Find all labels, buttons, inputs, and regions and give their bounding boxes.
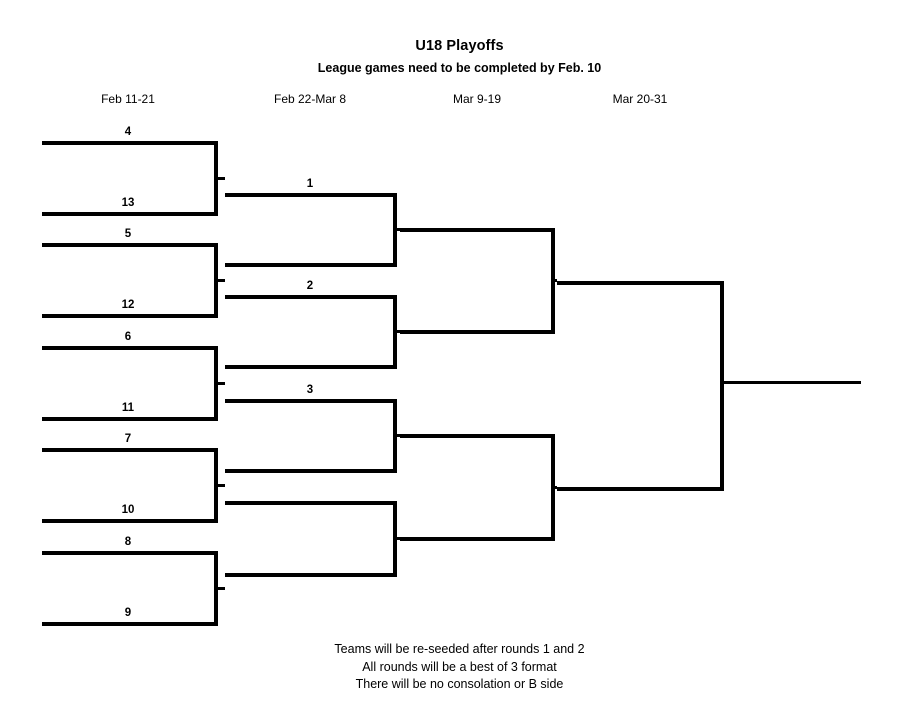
note-line: Teams will be re-seeded after rounds 1 a… <box>334 642 585 656</box>
round2-match3-bottom-line <box>225 469 397 473</box>
round2-match4-connector <box>393 501 397 577</box>
round2-match2-bottom-line <box>225 365 397 369</box>
feed-round3-match2-to-round4 <box>555 486 557 489</box>
feed-round2-match4-to-round3 <box>397 537 400 540</box>
round3-match1-top-line <box>400 228 555 232</box>
round1-seed-6: 6 <box>124 331 132 343</box>
round1-seed-7: 7 <box>124 433 132 445</box>
round-header-2: Feb 22-Mar 8 <box>273 92 347 106</box>
round1-seed-9: 9 <box>124 607 132 619</box>
feed-round1-match1-to-round2 <box>218 177 225 180</box>
feed-round2-match3-to-round3 <box>397 434 400 437</box>
round1-seed-5: 5 <box>124 228 132 240</box>
round1-seed-8: 8 <box>124 536 132 548</box>
round1-match1-connector <box>214 141 218 216</box>
round3-match1-bottom-line <box>400 330 555 334</box>
round1-seed-11: 11 <box>121 402 135 414</box>
round1-match4-connector <box>214 448 218 523</box>
champion-line <box>724 381 861 384</box>
round1-match5-connector <box>214 551 218 626</box>
round1-seed-13: 13 <box>121 197 135 209</box>
round1-match1-top-line <box>42 141 218 145</box>
round2-match1-connector <box>393 193 397 267</box>
page-subtitle: League games need to be completed by Feb… <box>317 61 602 75</box>
feed-round3-match1-to-round4 <box>555 279 557 282</box>
round1-match5-bottom-line <box>42 622 218 626</box>
round2-match-label-2: 2 <box>306 280 314 292</box>
round3-match2-connector <box>551 434 555 541</box>
round4-match1-top-line <box>557 281 724 285</box>
round1-seed-10: 10 <box>121 504 135 516</box>
round-header-4: Mar 20-31 <box>612 92 668 106</box>
round3-match1-connector <box>551 228 555 334</box>
round3-match2-bottom-line <box>400 537 555 541</box>
round-header-3: Mar 9-19 <box>452 92 502 106</box>
feed-round1-match2-to-round2 <box>218 279 225 282</box>
round2-match3-connector <box>393 399 397 473</box>
round1-match1-bottom-line <box>42 212 218 216</box>
round1-match2-bottom-line <box>42 314 218 318</box>
feed-round1-match3-to-round2 <box>218 382 225 385</box>
footer-notes: Teams will be re-seeded after rounds 1 a… <box>0 641 919 694</box>
feed-round1-match5-to-round2 <box>218 587 225 590</box>
round2-match-label-1: 1 <box>306 178 314 190</box>
round2-match1-bottom-line <box>225 263 397 267</box>
round2-match4-bottom-line <box>225 573 397 577</box>
round1-match2-connector <box>214 243 218 318</box>
round2-match4-top-line <box>225 501 397 505</box>
round1-match3-bottom-line <box>42 417 218 421</box>
round3-match2-top-line <box>400 434 555 438</box>
round1-match3-connector <box>214 346 218 421</box>
round1-match3-top-line <box>42 346 218 350</box>
round2-match-label-3: 3 <box>306 384 314 396</box>
note-line: All rounds will be a best of 3 format <box>362 659 557 674</box>
round4-match1-bottom-line <box>557 487 724 491</box>
round4-match1-connector <box>720 281 724 491</box>
round2-match2-connector <box>393 295 397 369</box>
feed-round1-match4-to-round2 <box>218 484 225 487</box>
round1-match4-top-line <box>42 448 218 452</box>
feed-round2-match2-to-round3 <box>397 330 400 333</box>
note-line: There will be no consolation or B side <box>355 677 564 691</box>
round2-match1-top-line <box>225 193 397 197</box>
round-header-1: Feb 11-21 <box>101 92 155 106</box>
round1-seed-4: 4 <box>124 126 132 138</box>
round1-match5-top-line <box>42 551 218 555</box>
round1-seed-12: 12 <box>121 299 135 311</box>
round2-match2-top-line <box>225 295 397 299</box>
feed-round2-match1-to-round3 <box>397 228 400 231</box>
round1-match2-top-line <box>42 243 218 247</box>
page-title: U18 Playoffs <box>415 38 504 54</box>
round2-match3-top-line <box>225 399 397 403</box>
round1-match4-bottom-line <box>42 519 218 523</box>
